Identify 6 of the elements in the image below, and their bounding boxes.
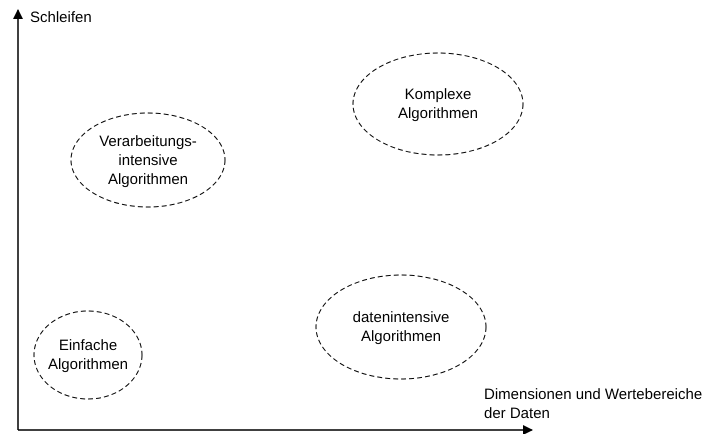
axis-label: Schleifen (30, 8, 93, 27)
node-label: Verarbeitungs- intensive Algorithmen (98, 132, 198, 188)
axis-label: Dimensionen und Wertebereiche der Daten (484, 385, 704, 423)
node-label: datenintensive Algorithmen (352, 308, 450, 346)
node-label: Einfache Algorithmen (46, 336, 130, 374)
node-label: Komplexe Algorithmen (396, 85, 480, 123)
